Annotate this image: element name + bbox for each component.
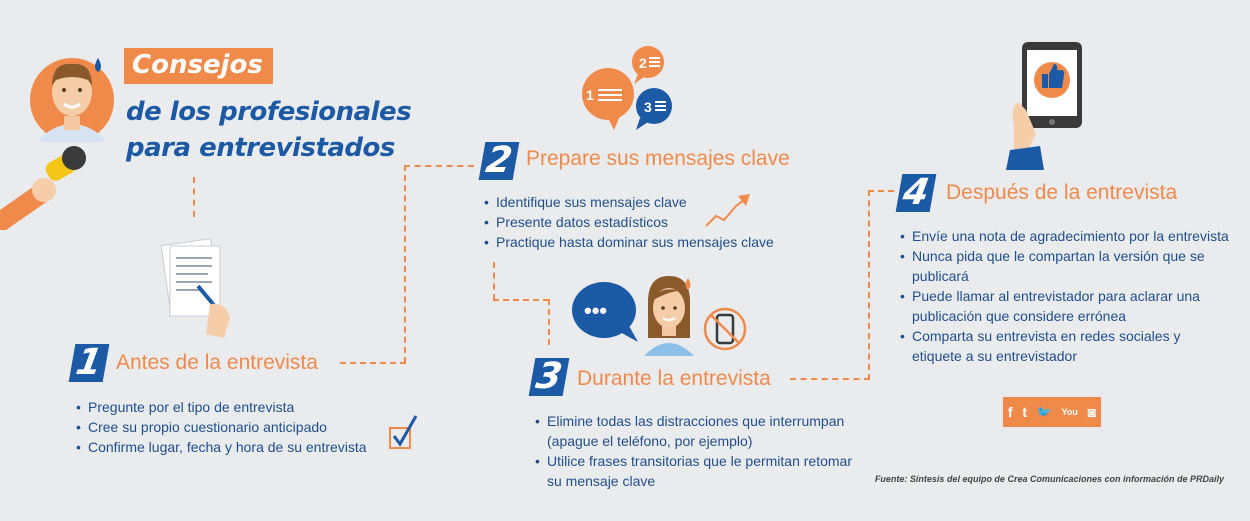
list-item: Puede llamar al entrevistador para aclar… — [900, 286, 1230, 326]
list-item: Identifique sus mensajes clave — [484, 192, 814, 212]
phone-like-icon — [1006, 42, 1082, 170]
step-1-heading: Antes de la entrevista — [116, 351, 318, 374]
checkbox-check-icon — [389, 415, 418, 449]
bubble-1-label: 1 — [586, 87, 594, 103]
step-3-number: 3 — [528, 356, 570, 397]
tumblr-icon: t — [1022, 404, 1027, 420]
connector-3-4c — [868, 190, 894, 192]
list-item: Nunca pida que le compartan la versión q… — [900, 246, 1230, 286]
trend-up-icon — [705, 194, 750, 227]
connector-1-2c — [404, 165, 474, 167]
connector-1-2a — [340, 362, 406, 364]
title-line-2: de los profesionales — [126, 97, 412, 127]
connector-title — [193, 177, 195, 217]
document-pen-icon — [160, 238, 230, 338]
no-phone-icon — [703, 307, 747, 351]
list-item: Elimine todas las distracciones que inte… — [535, 411, 865, 451]
dots-label: ••• — [584, 298, 607, 323]
step-3-list: Elimine todas las distracciones que inte… — [535, 411, 865, 491]
step-4-heading: Después de la entrevista — [946, 181, 1178, 204]
list-item: Confirme lugar, fecha y hora de su entre… — [76, 437, 406, 457]
twitter-icon: 🐦 — [1036, 405, 1052, 419]
bubble-3-label: 3 — [644, 99, 652, 115]
connector-2-3c — [548, 299, 550, 345]
connector-2-3a — [493, 262, 495, 300]
step-4-list: Envíe una nota de agradecimiento por la … — [900, 226, 1230, 366]
interviewer-woman-icon — [644, 276, 694, 356]
numbered-bubbles-icon: 1 2 3 — [582, 46, 672, 130]
chat-bubble-dots-icon: ••• — [572, 282, 638, 342]
connector-3-4b — [868, 190, 870, 380]
step-1-number: 1 — [68, 342, 110, 383]
title-highlight: Consejos — [124, 48, 273, 84]
list-item: Utilice frases transitorias que le permi… — [535, 451, 865, 491]
step-1-list: Pregunte por el tipo de entrevista Cree … — [76, 397, 406, 457]
step-4-number: 4 — [895, 172, 937, 213]
step-2-list: Identifique sus mensajes clave Presente … — [484, 192, 814, 252]
youtube-icon: You — [1061, 407, 1078, 417]
list-item: Pregunte por el tipo de entrevista — [76, 397, 406, 417]
social-icons-bar: f t 🐦 You ◙ — [1003, 397, 1101, 427]
instagram-icon: ◙ — [1087, 404, 1097, 420]
title-line-3: para entrevistados — [126, 133, 395, 163]
list-item: Presente datos estadísticos — [484, 212, 814, 232]
bubble-2-label: 2 — [639, 55, 647, 71]
list-item: Cree su propio cuestionario anticipado — [76, 417, 406, 437]
step-2-heading: Prepare sus mensajes clave — [526, 147, 790, 170]
connector-1-2b — [404, 165, 406, 363]
connector-2-3b — [493, 299, 549, 301]
interviewee-illustration-icon — [0, 58, 114, 230]
connector-3-4a — [790, 378, 870, 380]
list-item: Comparta su entrevista en redes sociales… — [900, 326, 1230, 366]
list-item: Practique hasta dominar sus mensajes cla… — [484, 232, 814, 252]
source-note: Fuente: Síntesis del equipo de Crea Comu… — [874, 474, 1224, 484]
facebook-icon: f — [1007, 404, 1013, 420]
step-3-heading: Durante la entrevista — [577, 367, 771, 390]
list-item: Envíe una nota de agradecimiento por la … — [900, 226, 1230, 246]
step-2-number: 2 — [478, 140, 520, 181]
